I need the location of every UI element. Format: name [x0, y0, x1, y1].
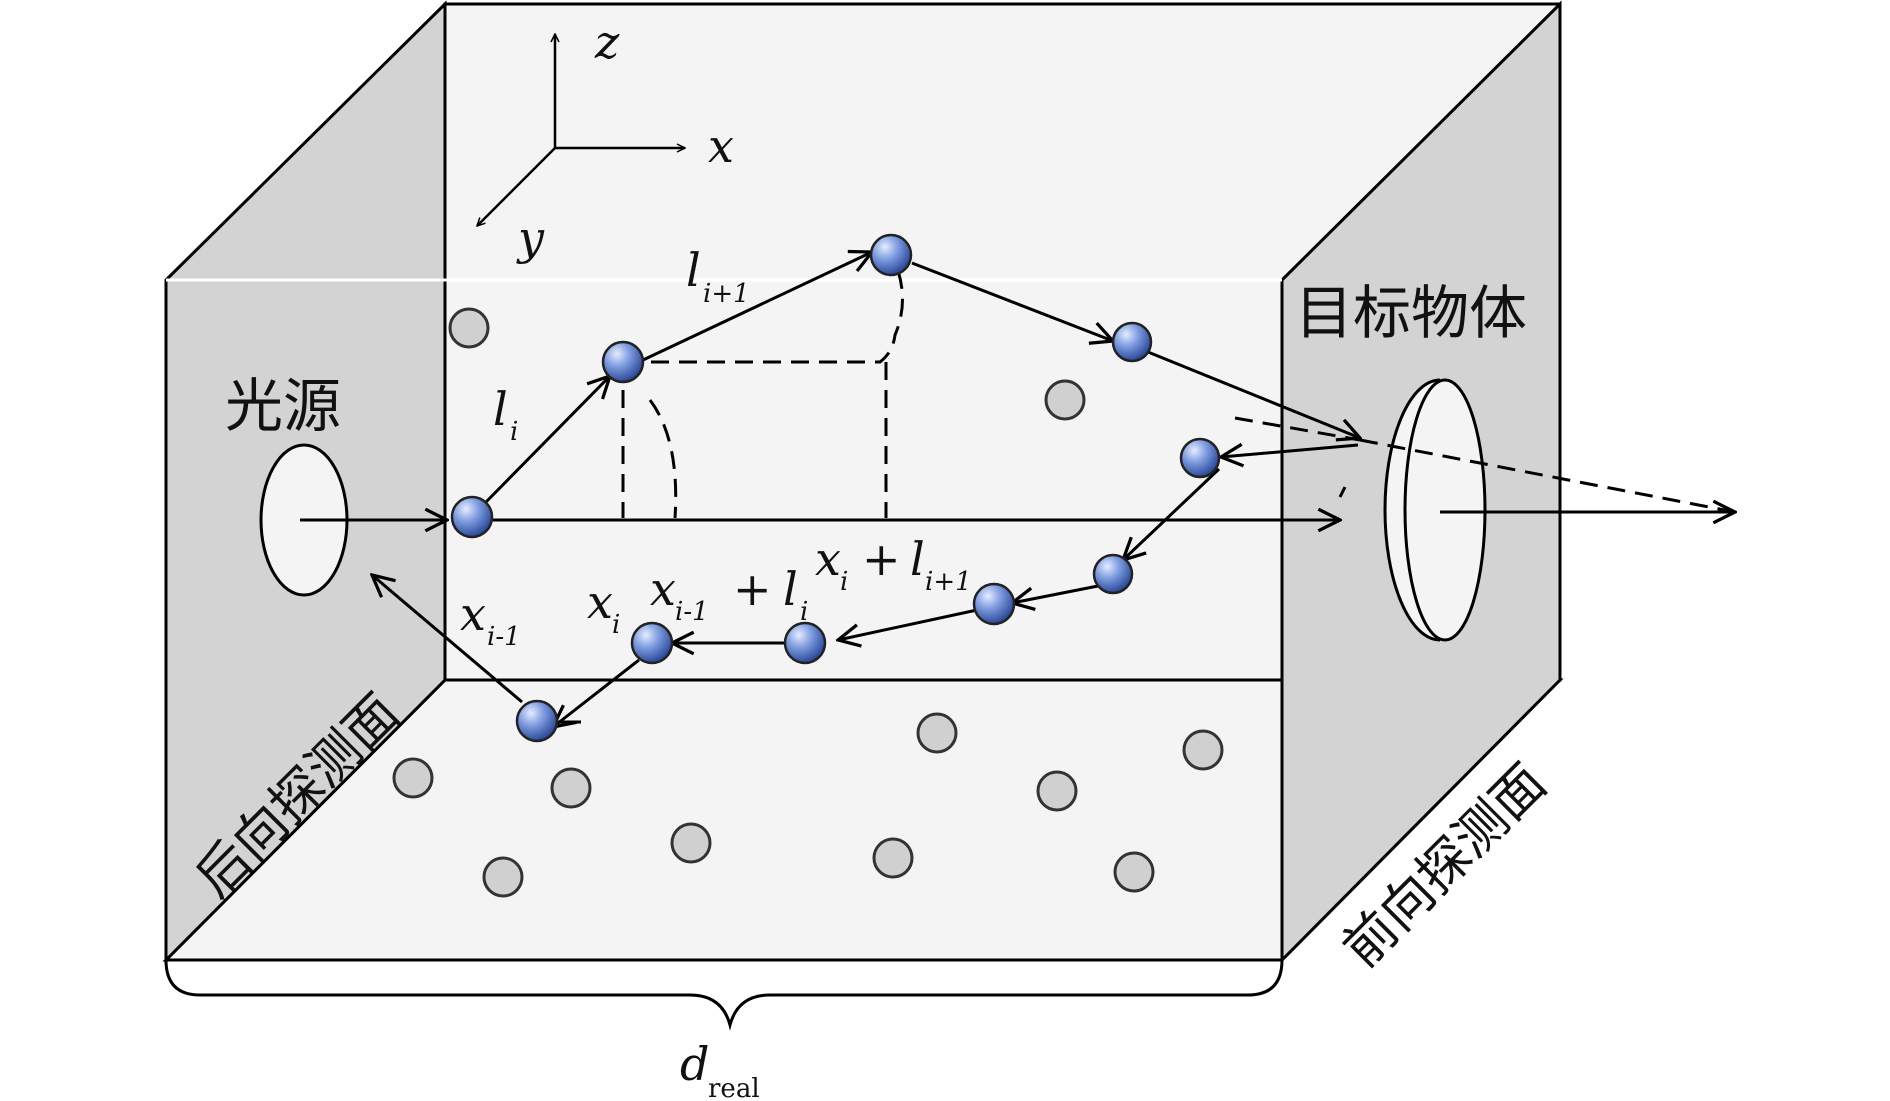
target-label: 目标物体 [1295, 279, 1527, 347]
scatterer [630, 621, 674, 665]
svg-text:i-1: i-1 [487, 622, 521, 652]
coordinate-axes: z x y [477, 15, 734, 265]
svg-text:+: + [862, 532, 901, 586]
svg-text:i-1: i-1 [675, 597, 709, 627]
label-l-i-plus-1: l i+1 [686, 243, 750, 309]
svg-text:i+1: i+1 [925, 567, 972, 597]
particle [872, 837, 914, 879]
scatterer [1092, 553, 1134, 595]
svg-text:i: i [612, 610, 620, 640]
label-x-i: x i [587, 575, 620, 640]
particle [1182, 729, 1224, 771]
svg-text:l: l [493, 382, 508, 436]
particle [550, 767, 592, 809]
svg-text:x: x [460, 587, 486, 641]
svg-text:i+1: i+1 [703, 279, 750, 309]
particle [448, 307, 490, 349]
photon-paths [300, 252, 1735, 727]
svg-text:i: i [510, 417, 518, 447]
background-particles [392, 307, 1224, 898]
axis-x-label: x [708, 119, 734, 173]
svg-text:l: l [686, 243, 701, 297]
svg-text:x: x [650, 562, 676, 616]
box [162, 0, 1564, 964]
svg-text:+: + [733, 562, 772, 616]
label-x-i-plus-l-i-plus-1: x i + l i+1 [815, 532, 972, 597]
source-label: 光源 [225, 372, 341, 440]
axis-z-label: z [594, 15, 620, 69]
particle [1113, 851, 1155, 893]
svg-text:l: l [910, 532, 925, 586]
particle [1044, 379, 1086, 421]
label-d-real: d real [680, 1037, 760, 1101]
svg-text:d: d [680, 1037, 709, 1091]
label-x-i-minus-1-plus-l-i: x i-1 + l i [650, 562, 808, 627]
particle [670, 822, 712, 864]
svg-text:x: x [815, 532, 841, 586]
svg-text:x: x [587, 575, 613, 629]
label-l-i: l i [493, 382, 518, 447]
scatterer [869, 233, 913, 277]
scatterer [972, 582, 1016, 626]
axis-y-label: y [516, 211, 545, 265]
target-object [1383, 378, 1487, 642]
scatterer [515, 699, 559, 743]
svg-text:l: l [783, 562, 798, 616]
particle [916, 712, 958, 754]
scatterer [1111, 321, 1153, 363]
particle [482, 856, 524, 898]
label-x-i-minus-1: x i-1 [460, 587, 521, 652]
scatterer [450, 495, 494, 539]
projection-lines [621, 261, 1736, 519]
particle [392, 757, 434, 799]
svg-text:i: i [840, 567, 848, 597]
scatterer [1179, 437, 1221, 479]
scattering-particles [450, 233, 1221, 743]
svg-text:real: real [708, 1074, 760, 1101]
particle [1036, 770, 1078, 812]
scatterer [783, 621, 827, 665]
distance-brace [164, 959, 1284, 1031]
scatterer [601, 340, 645, 384]
svg-text:i: i [800, 597, 808, 627]
